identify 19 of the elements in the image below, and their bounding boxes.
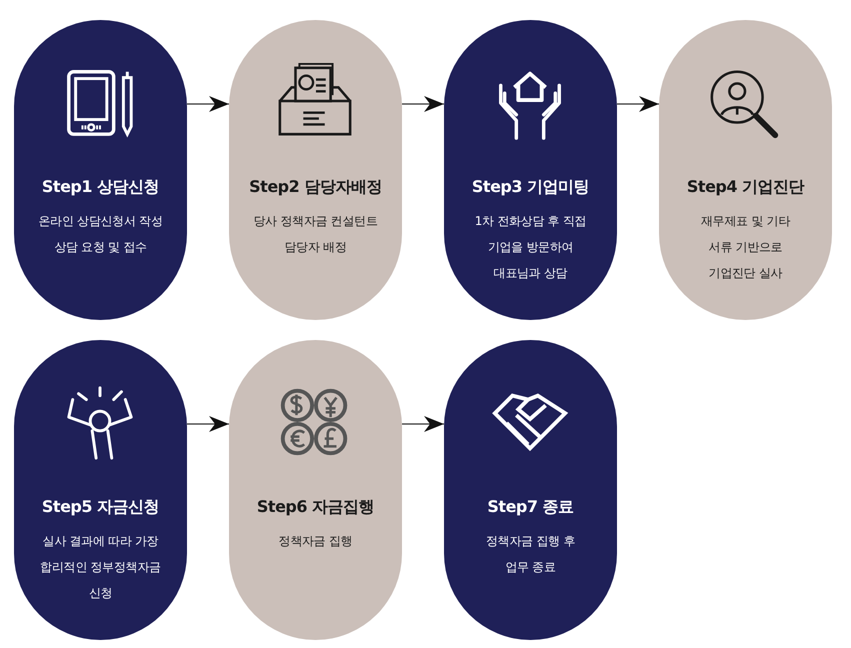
step-description: 실사 결과에 따라 가장 합리적인 정부정책자금 신청	[39, 533, 162, 602]
step-title: Step1 상담신청	[40, 177, 160, 198]
arrow	[186, 96, 230, 112]
step-description: 재무제표 및 기타 서류 기반으로 기업진단 실사	[700, 213, 792, 282]
step-title: Step5 자금신청	[40, 497, 160, 518]
step-description: 당사 정책자금 컨설턴트 담당자 배정	[252, 213, 379, 256]
step-description: 정책자금 집행	[278, 533, 354, 550]
arrow	[402, 416, 444, 432]
step-title: Step6 자금집행	[256, 497, 376, 518]
step-title: Step3 기업미팅	[470, 177, 590, 198]
arrow	[186, 416, 230, 432]
step-description: 1차 전화상담 후 직접 기업을 방문하여 대표님과 상담	[474, 213, 586, 282]
step-description: 정책자금 집행 후 업무 종료	[485, 533, 576, 576]
arrow	[616, 96, 660, 112]
step-description: 온라인 상담신청서 작성 상담 요청 및 접수	[37, 213, 164, 256]
arrow	[402, 96, 444, 112]
step-title: Step7 종료	[486, 497, 575, 518]
step-title: Step4 기업진단	[686, 177, 806, 198]
step-title: Step2 담당자배정	[248, 177, 383, 198]
